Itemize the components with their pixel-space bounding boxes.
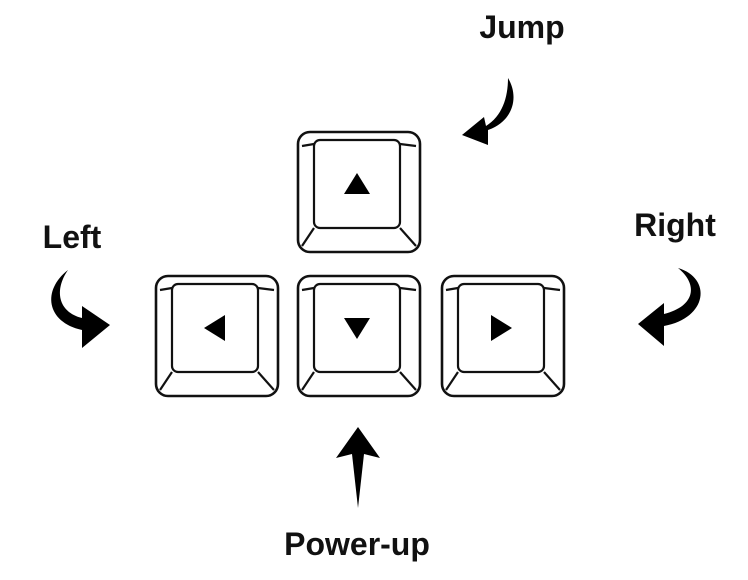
key-bevel-line bbox=[399, 142, 417, 148]
right-arrow-icon bbox=[638, 268, 701, 346]
label-powerup: Power-up bbox=[284, 526, 430, 562]
triangle-right-icon bbox=[491, 315, 512, 341]
key-bevel-line bbox=[543, 286, 561, 292]
key-bevel-line bbox=[301, 227, 315, 247]
key-down bbox=[296, 274, 422, 398]
triangle-down-icon bbox=[344, 318, 370, 339]
label-left: Left bbox=[43, 219, 102, 255]
key-bevel-line bbox=[257, 371, 275, 391]
key-left bbox=[154, 274, 280, 398]
key-bevel-line bbox=[445, 286, 459, 292]
triangle-up-icon bbox=[344, 173, 370, 194]
key-bevel-line bbox=[445, 371, 459, 391]
key-bevel-line bbox=[543, 371, 561, 391]
key-up bbox=[296, 130, 422, 254]
key-bevel-line bbox=[301, 371, 315, 391]
triangle-left-icon bbox=[204, 315, 225, 341]
key-bevel-line bbox=[399, 371, 417, 391]
key-right bbox=[440, 274, 566, 398]
key-bevel-line bbox=[399, 227, 417, 247]
key-bevel-line bbox=[257, 286, 275, 292]
label-jump: Jump bbox=[479, 9, 564, 45]
left-arrow-icon bbox=[51, 270, 110, 348]
powerup-arrow-icon bbox=[336, 427, 380, 508]
keys-group bbox=[154, 130, 566, 398]
key-bevel-line bbox=[301, 286, 315, 292]
key-bevel-line bbox=[159, 286, 173, 292]
key-bevel-line bbox=[159, 371, 173, 391]
key-bevel-line bbox=[399, 286, 417, 292]
key-bevel-line bbox=[301, 142, 315, 148]
jump-arrow-icon bbox=[462, 78, 514, 145]
label-right: Right bbox=[634, 207, 716, 243]
